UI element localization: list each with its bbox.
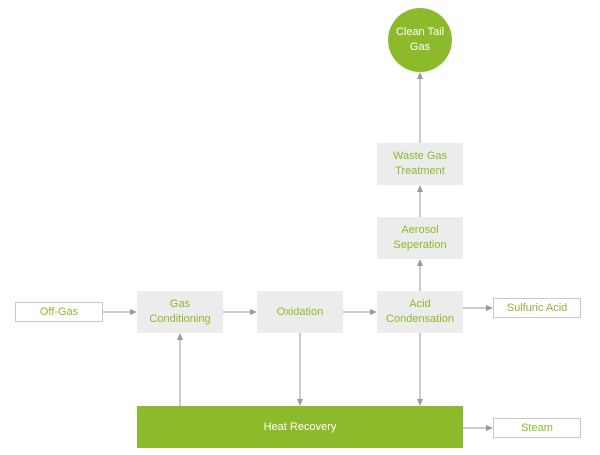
oxidation-node: Oxidation [257,291,343,333]
gas-conditioning-node: Gas Conditioning [137,291,223,333]
heat-recovery-node: Heat Recovery [137,406,463,448]
waste-gas-treatment-node: Waste Gas Treatment [377,143,463,185]
aerosol-separation-node: Aerosol Seperation [377,217,463,259]
clean-tail-gas-node: Clean Tail Gas [388,8,452,72]
sulfuric-acid-node: Sulfuric Acid [493,298,581,318]
steam-node: Steam [493,418,581,438]
off-gas-node: Off-Gas [15,302,103,322]
acid-condensation-node: Acid Condensation [377,291,463,333]
